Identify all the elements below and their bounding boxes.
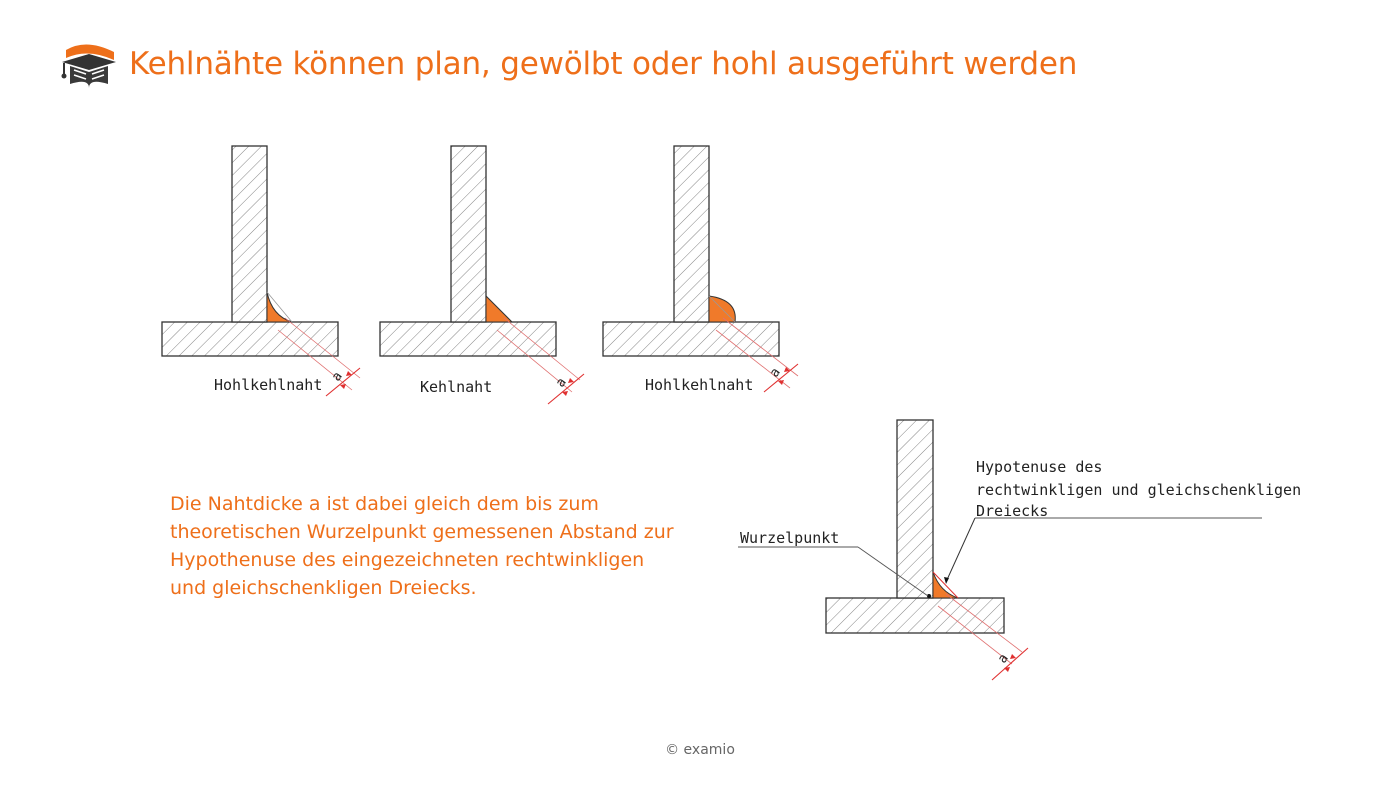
weld-label-flat: Kehlnaht — [420, 378, 492, 396]
weld-detail: a Wurzelpunkt Hypotenuse des rechtwinkli… — [738, 419, 1301, 681]
page-title: Kehlnähte können plan, gewölbt oder hohl… — [129, 46, 1078, 82]
hypotenuse-label-line-1: Hypotenuse des — [976, 458, 1102, 476]
weld-flat: a Kehlnaht — [379, 145, 585, 405]
root-point-label: Wurzelpunkt — [740, 529, 839, 547]
weld-concave: a Hohlkehlnaht — [161, 145, 361, 397]
description-text: Die Nahtdicke a ist dabei gleich dem bis… — [170, 490, 690, 602]
hypotenuse-label-line-3: Dreiecks — [976, 502, 1048, 520]
description-line: und gleichschenkligen Dreiecks. — [170, 577, 477, 599]
copyright-notice: © examio — [665, 742, 735, 758]
description-line: theoretischen Wurzelpunkt gemessenen Abs… — [170, 521, 674, 543]
weld-label-convex: Hohlkehlnaht — [645, 376, 753, 394]
hypotenuse-label-line-2: rechtwinkligen und gleichschenkligen — [976, 481, 1301, 499]
graduation-cap-book-icon — [61, 44, 116, 88]
description-line: Hypothenuse des eingezeichneten rechtwin… — [170, 549, 645, 571]
description-line: Die Nahtdicke a ist dabei gleich dem bis… — [170, 493, 599, 515]
weld-convex: a Hohlkehlnaht — [602, 145, 799, 394]
weld-label-concave: Hohlkehlnaht — [214, 376, 322, 394]
